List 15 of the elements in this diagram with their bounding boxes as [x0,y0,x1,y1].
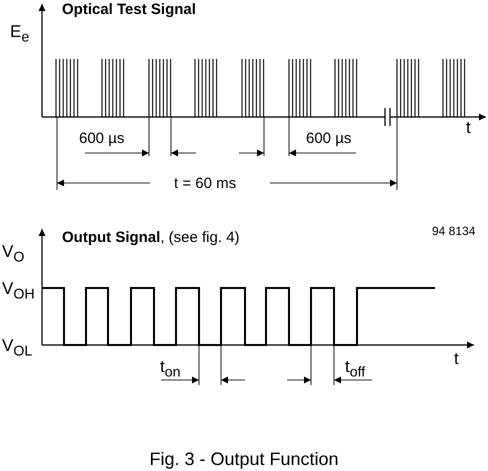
level-label: V$_{OH}$ [2,280,35,302]
axis-label: E$_{e}$ [10,23,30,45]
axis-label: t [466,119,471,136]
dimension-label: 600 µs [306,131,352,146]
dimension-label: t$_{off}$ [345,358,366,380]
level-label: V$_{OL}$ [2,337,32,359]
caption: Fig. 3 - Output Function [148,450,340,468]
axis-label: t [454,350,459,367]
figure-number: 94 8134 [432,225,476,237]
axis-label: V$_{O}$ [2,243,24,265]
dimension-label: t = 60 ms [174,176,236,191]
dimension-label: t$_{on}$ [160,358,180,380]
heading: Output Signal, (see fig. 4) [62,230,240,245]
heading: Optical Test Signal [62,2,196,17]
dimension-label: 600 µs [79,131,124,146]
